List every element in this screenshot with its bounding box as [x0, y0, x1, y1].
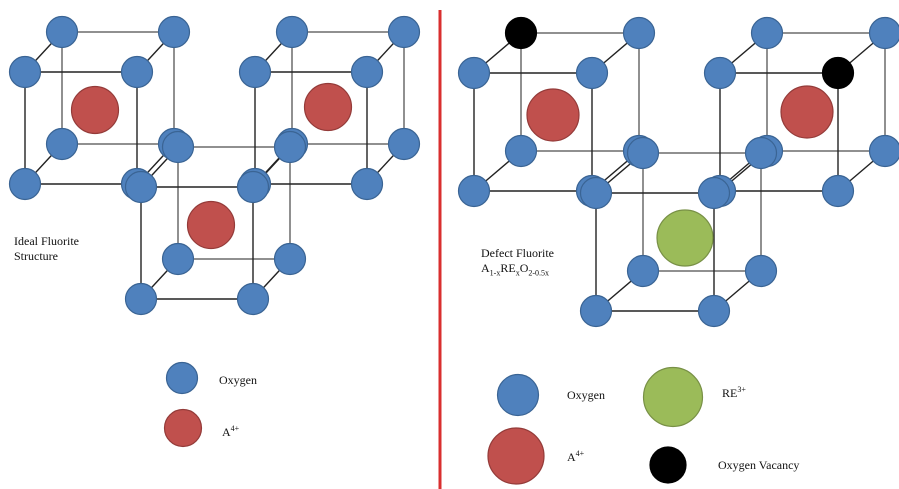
right-legend-re3-label: RE3+: [722, 382, 746, 401]
left-cube-3-oxygen-atom-2: [273, 242, 307, 276]
formula-part-5: 2-0.5x: [528, 268, 550, 278]
left-legend-oxygen-icon: [165, 361, 199, 395]
a4-label-main: A: [222, 425, 231, 439]
a4-label-sup: 4+: [230, 424, 240, 433]
formula-part-4: O: [519, 261, 529, 275]
left-cube-1-oxygen-atom-0: [45, 15, 79, 49]
right-cube-3-re3-center: [656, 209, 714, 267]
left-cube-1-oxygen-atom-1: [157, 15, 191, 49]
formula-part-3: x: [515, 268, 520, 278]
re3-label-main: RE: [722, 386, 738, 400]
right-cube-1-oxygen-atom-5: [575, 56, 609, 90]
left-cube-3-a4-center: [186, 200, 236, 250]
right-cube-1-oxygen-atom-1: [622, 16, 656, 50]
right-cube-3-oxygen-atom-6: [697, 294, 731, 328]
left-cube-1-oxygen-atom-4: [8, 55, 42, 89]
right-cube-2-oxygen-atom-4: [703, 56, 737, 90]
right-legend-re3-icon: [642, 366, 704, 428]
right-cube-2-a4-center: [780, 85, 834, 139]
right-cube-3-oxygen-atom-5: [697, 176, 731, 210]
right-title: Defect Fluorite: [481, 246, 554, 260]
left-panel-title: Ideal Fluorite Structure: [14, 234, 79, 264]
left-cube-3-oxygen-atom-1: [273, 130, 307, 164]
left-cube-3-oxygen-atom-0: [161, 130, 195, 164]
right-cube-1-vacancy-atom-0: [504, 16, 538, 50]
right-cube-1-oxygen-atom-7: [457, 174, 491, 208]
a4-label-sup-right: 4+: [575, 449, 585, 458]
left-legend-a4-label: A4+: [222, 421, 239, 440]
formula-part-0: A: [481, 261, 490, 275]
lattice-atoms: [8, 15, 899, 485]
right-panel-title: Defect Fluorite A1-xRExO2-0.5x: [481, 246, 554, 280]
left-title-line1: Ideal Fluorite: [14, 234, 79, 248]
right-cube-1-oxygen-atom-4: [457, 56, 491, 90]
right-legend-vacancy-icon: [649, 446, 687, 484]
left-cube-1-oxygen-atom-7: [8, 167, 42, 201]
right-cube-2-oxygen-atom-6: [821, 174, 855, 208]
left-cube-2-oxygen-atom-6: [350, 167, 384, 201]
left-cube-3-oxygen-atom-4: [124, 170, 158, 204]
formula-part-2: RE: [500, 261, 516, 275]
right-cube-2-oxygen-atom-1: [868, 16, 899, 50]
right-legend-oxygen-icon: [496, 373, 540, 417]
right-cube-3-oxygen-atom-3: [626, 254, 660, 288]
left-title-line2: Structure: [14, 249, 58, 263]
left-legend-oxygen-label: Oxygen: [219, 373, 257, 387]
right-legend-a4-icon: [487, 427, 545, 485]
left-cube-1-a4-center: [70, 85, 120, 135]
right-cube-2-oxygen-atom-0: [750, 16, 784, 50]
right-cube-3-oxygen-atom-4: [579, 176, 613, 210]
right-legend-a4-label: A4+: [567, 446, 584, 465]
left-cube-2-oxygen-atom-2: [387, 127, 421, 161]
left-cube-3-oxygen-atom-7: [124, 282, 158, 316]
right-cube-3-oxygen-atom-1: [744, 136, 778, 170]
right-cube-2-oxygen-atom-2: [868, 134, 899, 168]
left-cube-2-oxygen-atom-1: [387, 15, 421, 49]
right-cube-1-oxygen-atom-3: [504, 134, 538, 168]
left-cube-2-oxygen-atom-5: [350, 55, 384, 89]
left-cube-3-oxygen-atom-5: [236, 170, 270, 204]
defect-formula: A1-xRExO2-0.5x: [481, 261, 554, 280]
formula-part-1: 1-x: [489, 268, 501, 278]
right-cube-3-oxygen-atom-7: [579, 294, 613, 328]
re3-label-sup: 3+: [737, 385, 746, 394]
right-cube-2-vacancy-atom-5: [821, 56, 855, 90]
left-cube-3-oxygen-atom-3: [161, 242, 195, 276]
left-cube-2-oxygen-atom-4: [238, 55, 272, 89]
left-cube-2-a4-center: [303, 82, 353, 132]
right-legend-oxygen-label: Oxygen: [567, 388, 605, 402]
right-legend-vacancy-label: Oxygen Vacancy: [718, 458, 800, 472]
left-cube-1-oxygen-atom-5: [120, 55, 154, 89]
right-cube-3-oxygen-atom-2: [744, 254, 778, 288]
left-cube-2-oxygen-atom-0: [275, 15, 309, 49]
left-cube-3-oxygen-atom-6: [236, 282, 270, 316]
right-cube-1-a4-center: [526, 88, 580, 142]
left-cube-1-oxygen-atom-3: [45, 127, 79, 161]
a4-label-main-right: A: [567, 450, 576, 464]
left-legend-a4-icon: [163, 408, 203, 448]
right-cube-3-oxygen-atom-0: [626, 136, 660, 170]
